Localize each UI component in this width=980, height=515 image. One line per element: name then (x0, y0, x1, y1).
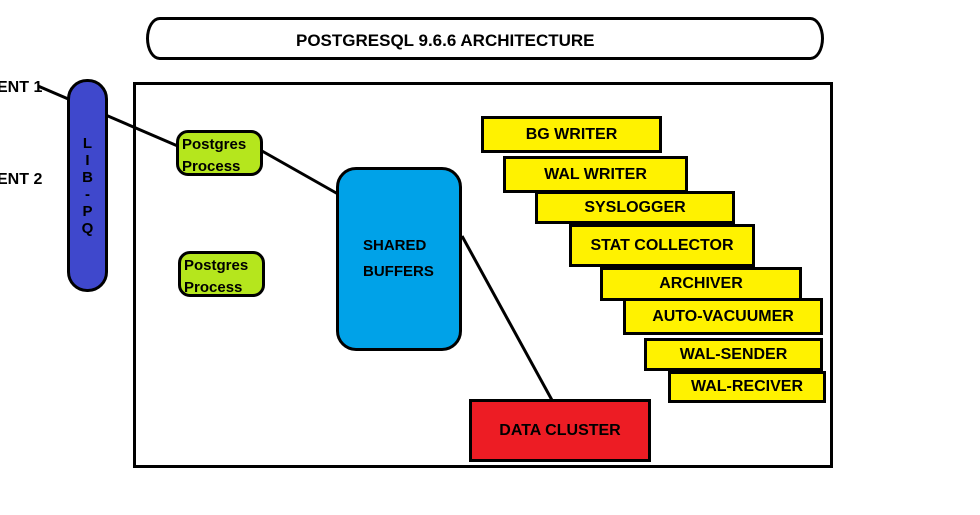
libpq-letter: L (82, 134, 93, 152)
libpq-component: L I B - P Q (67, 79, 108, 292)
postgres-process-line2: Process (184, 279, 243, 296)
shared-buffers-line2: BUFFERS (363, 263, 434, 280)
postgres-process-line1: Postgres (182, 136, 247, 153)
archiver-box: ARCHIVER (600, 267, 802, 301)
postgres-process-line1: Postgres (184, 257, 249, 274)
libpq-letter: - (85, 185, 90, 203)
wal-reciver-box: WAL-RECIVER (668, 371, 826, 403)
libpq-letter: Q (81, 219, 94, 237)
libpq-letter: P (82, 202, 93, 220)
data-cluster: DATA CLUSTER (469, 399, 651, 462)
shared-buffers: SHARED BUFFERS (336, 167, 462, 351)
wal-sender-box: WAL-SENDER (644, 338, 823, 371)
syslogger-box: SYSLOGGER (535, 191, 735, 224)
client-label-2: ENT 2 (0, 171, 43, 188)
title-banner (146, 17, 824, 60)
auto-vacuumer-box: AUTO-VACUUMER (623, 298, 823, 335)
wal-writer-box: WAL WRITER (503, 156, 688, 193)
diagram-title: POSTGRESQL 9.6.6 ARCHITECTURE (296, 31, 595, 50)
shared-buffers-line1: SHARED (363, 237, 427, 254)
stat-collector-box: STAT COLLECTOR (569, 224, 755, 267)
postgres-process-1: Postgres Process (176, 130, 263, 176)
client-label-1: ENT 1 (0, 79, 43, 96)
libpq-letter: B (82, 168, 93, 186)
bg-writer-box: BG WRITER (481, 116, 662, 153)
postgres-process-2: Postgres Process (178, 251, 265, 297)
postgres-process-line2: Process (182, 158, 241, 175)
libpq-letter: I (85, 151, 90, 169)
